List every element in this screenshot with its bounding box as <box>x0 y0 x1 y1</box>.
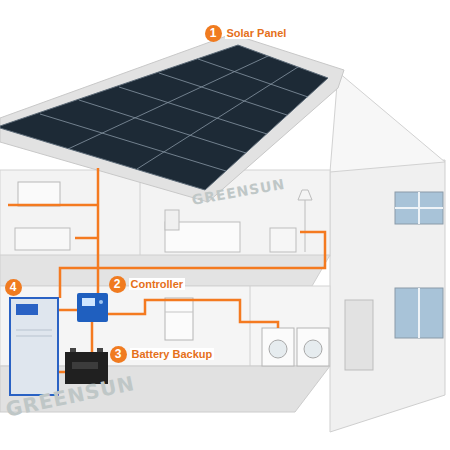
lamp-stand <box>305 200 306 252</box>
watermark: GREENSUN <box>191 176 287 208</box>
callout-circle: 1Solar Panel <box>205 25 222 42</box>
controller-screen <box>82 298 95 306</box>
solar-panel-array <box>0 45 328 190</box>
inverter <box>10 298 58 395</box>
window-frame <box>418 288 420 338</box>
battery-terminal <box>70 348 76 352</box>
washer-door <box>269 340 287 358</box>
wire <box>91 322 94 352</box>
washer-door <box>304 340 322 358</box>
callout-number: 4 <box>5 279 22 296</box>
inverter-vent <box>16 330 52 331</box>
callout-circle: 4 <box>5 279 22 296</box>
panel-grid <box>40 56 308 171</box>
wire <box>108 300 278 328</box>
callout-label: Battery Backup <box>130 348 215 360</box>
fridge <box>165 298 193 340</box>
wire <box>97 168 100 293</box>
panel-grid-line <box>119 87 267 134</box>
wire <box>58 309 77 312</box>
callout-number: 3 <box>110 346 127 363</box>
house-gable <box>330 72 445 172</box>
panel-grid-line <box>40 114 226 171</box>
window <box>345 192 443 370</box>
wire <box>58 371 65 374</box>
callout-number: 2 <box>109 276 126 293</box>
panel-grid-line <box>159 73 287 115</box>
bed-head <box>165 210 179 230</box>
lamp-shade <box>298 190 312 200</box>
callout-label: Solar Panel <box>225 27 289 39</box>
washing-machine <box>262 328 294 366</box>
tv <box>18 182 60 206</box>
battery-terminal <box>97 348 103 352</box>
callout-circle: 3Battery Backup <box>110 346 127 363</box>
wire <box>75 237 98 240</box>
window-glass <box>395 192 443 224</box>
inverter-vent <box>16 336 52 337</box>
callout-circle: 2Controller <box>109 276 126 293</box>
watermark: GREENSUN <box>4 371 137 422</box>
window-glass <box>395 288 443 338</box>
window-frame <box>395 207 443 209</box>
charge-controller <box>77 293 108 322</box>
roof <box>0 34 344 202</box>
armchair <box>270 228 296 252</box>
callout-number: 1 <box>205 25 222 42</box>
washing-machine <box>297 328 329 366</box>
wire <box>8 204 98 207</box>
battery-sticker <box>72 362 98 369</box>
house-facade <box>330 160 445 432</box>
inverter-display <box>16 304 38 315</box>
fridge-door <box>165 312 193 313</box>
desk <box>15 228 70 250</box>
panel-grid-line <box>68 56 268 149</box>
controller-led <box>99 300 103 304</box>
wire <box>60 232 325 298</box>
panel-grid-line <box>79 100 246 153</box>
door <box>345 300 373 370</box>
callout-label: Controller <box>129 278 186 290</box>
partition-wall <box>250 286 251 366</box>
